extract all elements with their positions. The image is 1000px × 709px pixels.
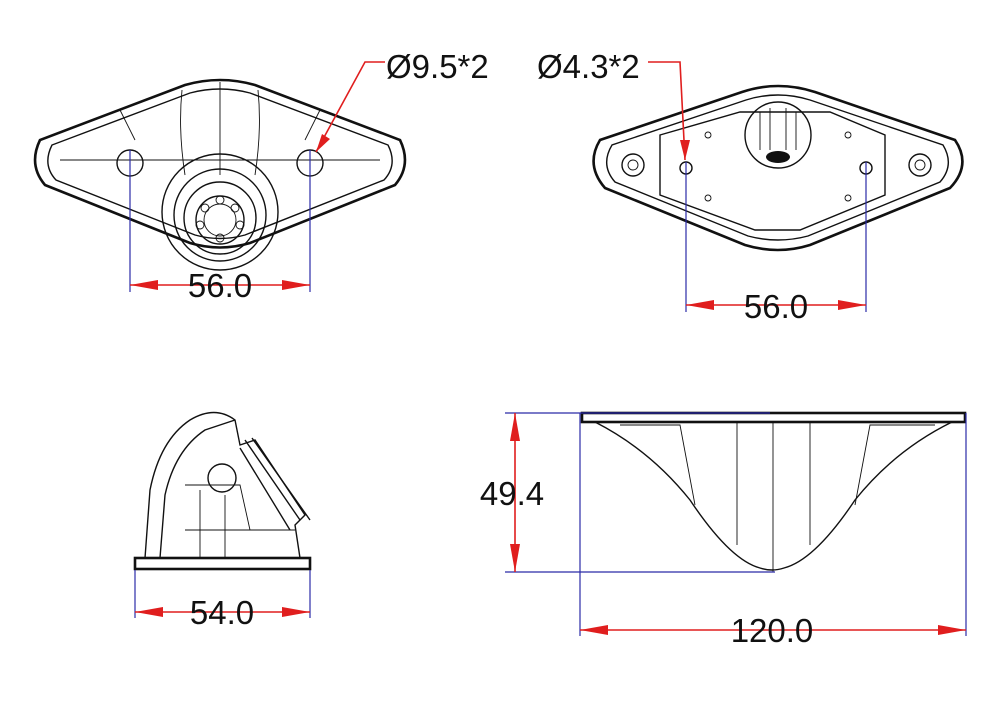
top-right-view [592, 84, 964, 252]
hole-callout-label: Ø9.5*2 [386, 48, 489, 85]
top-left-view [33, 78, 407, 271]
top-right-dimensions: 56.0 Ø4.3*2 [537, 48, 867, 325]
base-width-label: 54.0 [190, 594, 254, 631]
top-left-dimensions: 56.0 Ø9.5*2 [129, 48, 489, 304]
front-view [580, 411, 967, 572]
front-dimensions: 49.4 120.0 [480, 412, 967, 649]
hole-spacing-label: 56.0 [188, 267, 252, 304]
height-label: 49.4 [480, 475, 544, 512]
width-label: 120.0 [731, 612, 814, 649]
side-dimensions: 54.0 [134, 570, 311, 631]
side-view [133, 411, 312, 571]
hole-spacing-label: 56.0 [744, 288, 808, 325]
hole-callout-label: Ø4.3*2 [537, 48, 640, 85]
